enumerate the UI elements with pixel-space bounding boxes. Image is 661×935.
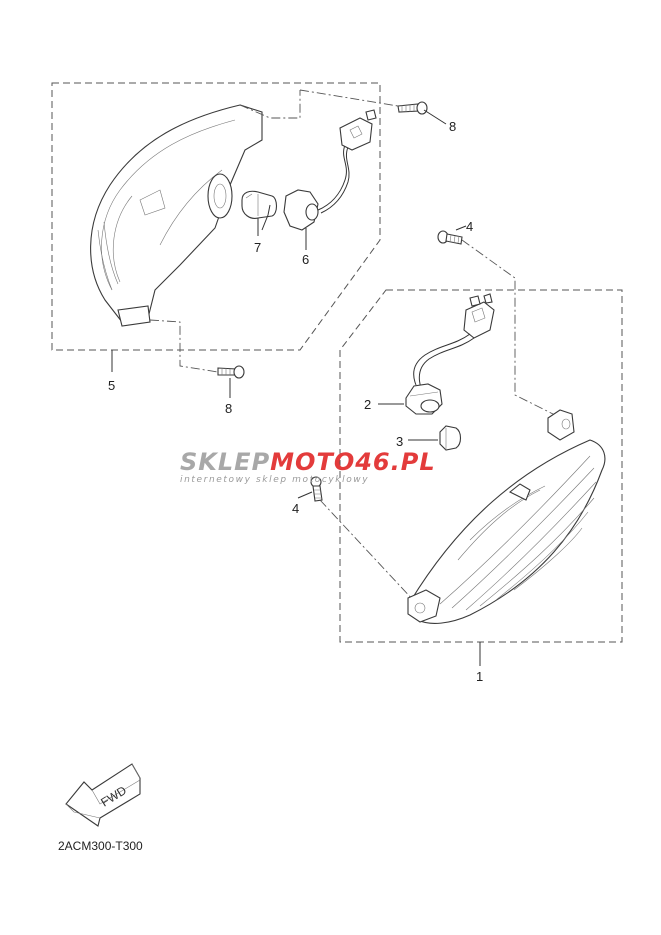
group-5-boundary xyxy=(51,82,381,351)
watermark-tagline: internetowy sklep motocyklowy xyxy=(180,475,369,485)
callout-4-upper: 4 xyxy=(466,219,473,234)
watermark: SKLEPMOTO46.PL internetowy sklep motocyk… xyxy=(180,448,436,485)
rear-flasher-housing xyxy=(90,104,263,327)
callout-5: 5 xyxy=(108,378,115,393)
callout-2: 2 xyxy=(364,397,371,412)
watermark-brand: SKLEPMOTO46.PL xyxy=(180,448,436,476)
screw-4-lower xyxy=(310,476,323,502)
callout-8-lower: 8 xyxy=(225,401,232,416)
screw-8-upper xyxy=(397,101,428,115)
front-flasher-lens xyxy=(407,409,606,624)
fwd-direction-icon: FWD xyxy=(65,763,141,827)
bulb-7 xyxy=(241,190,278,219)
watermark-brand-left: SKLEP xyxy=(180,448,270,476)
connector-1 xyxy=(413,293,495,389)
socket-2 xyxy=(405,383,443,415)
callout-1: 1 xyxy=(476,669,483,684)
callout-4-lower: 4 xyxy=(292,501,299,516)
screw-4-upper xyxy=(437,230,463,245)
callout-6: 6 xyxy=(302,252,309,267)
callout-7: 7 xyxy=(254,240,261,255)
socket-6 xyxy=(283,109,377,231)
watermark-brand-right: MOTO46.PL xyxy=(270,448,435,476)
group-1-boundary xyxy=(339,289,623,643)
bulb-3 xyxy=(439,425,462,451)
screw-8-lower xyxy=(217,365,245,379)
figure-code: 2ACM300-T300 xyxy=(58,839,143,853)
callout-3: 3 xyxy=(396,434,403,449)
callout-8-upper: 8 xyxy=(449,119,456,134)
